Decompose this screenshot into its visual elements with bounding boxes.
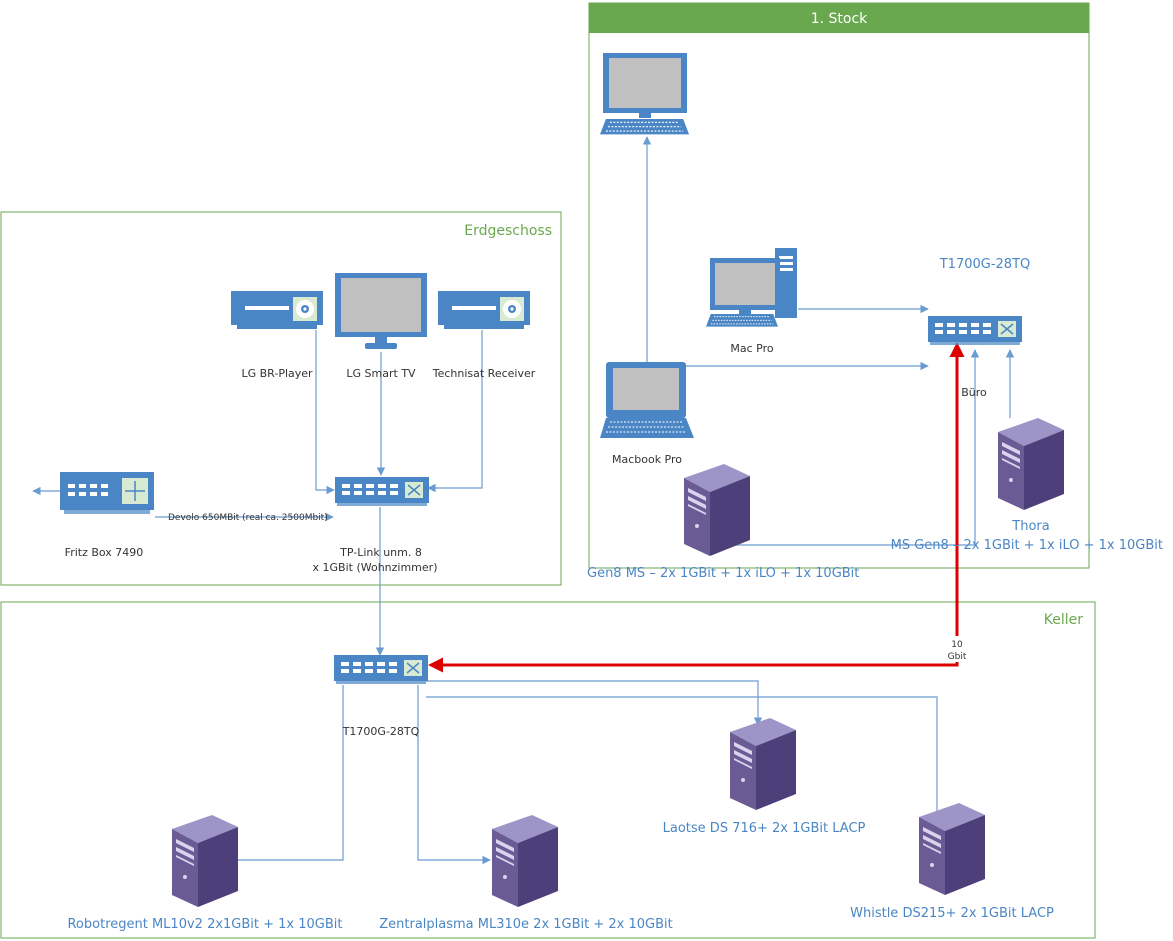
office-switch-icon[interactable] (927, 315, 1023, 346)
lg-smart-tv-label: LG Smart TV (346, 367, 416, 380)
first-floor-header (589, 3, 1089, 33)
ten-gbit-label-bg (944, 636, 970, 662)
link-gen8-to-switch (733, 349, 980, 546)
gen8-server-icon[interactable] (684, 464, 750, 556)
link-10gbit (428, 640, 959, 673)
zone-ground-floor: Erdgeschoss (0, 211, 562, 586)
connections (32, 136, 1015, 865)
office-monitor-icon[interactable] (599, 53, 690, 135)
robotregent-label: Robotregent ML10v2 2x1GBit + 1x 10GBit (67, 917, 342, 932)
tp-link-label-line2: x 1GBit (Wohnzimmer) (313, 561, 438, 574)
laotse-label: Laotse DS 716+ 2x 1GBit LACP (663, 821, 866, 836)
link-br-player-to-tp-link (315, 330, 335, 495)
fritz-box-label: Fritz Box 7490 (65, 546, 144, 559)
link-switch-to-robotregent (204, 685, 344, 865)
zone-basement: Keller (0, 601, 1096, 939)
macbook-pro-label: Macbook Pro (612, 453, 682, 466)
link-switch-to-laotse (426, 680, 763, 726)
ten-gbit-label-line2: Gbit (948, 652, 967, 662)
basement-switch-label: T1700G-28TQ (342, 725, 420, 738)
ten-gbit-label-line1: 10 (951, 640, 963, 650)
thora-spec-label: MS Gen8 – 2x 1GBit + 1x iLO + 1x 10GBit (891, 538, 1163, 553)
tp-link-switch-icon[interactable] (334, 476, 430, 507)
office-switch-title: T1700G-28TQ (939, 257, 1031, 272)
zentralplasma-server-icon[interactable] (492, 815, 558, 907)
first-floor-title: 1. Stock (811, 11, 868, 27)
link-switch-to-zentralplasma (417, 685, 491, 865)
lg-smart-tv-icon[interactable] (335, 273, 427, 349)
technisat-receiver-label: Technisat Receiver (432, 367, 536, 380)
robotregent-server-icon[interactable] (172, 815, 238, 907)
link-switch-to-whistle (426, 696, 942, 821)
basement-title: Keller (1044, 612, 1083, 628)
whistle-label: Whistle DS215+ 2x 1GBit LACP (850, 906, 1054, 921)
fritz-box-icon[interactable] (59, 471, 155, 515)
thora-label: Thora (1011, 519, 1049, 534)
gen8-label: Gen8 MS – 2x 1GBit + 1x iLO + 1x 10GBit (587, 566, 859, 581)
zone-first-floor: 1. Stock (588, 2, 1090, 569)
lg-br-player-label: LG BR-Player (241, 367, 313, 380)
thora-server-icon[interactable] (998, 418, 1064, 510)
office-switch-room-label: Büro (961, 386, 987, 399)
mac-pro-label: Mac Pro (730, 342, 773, 355)
whistle-server-icon[interactable] (919, 803, 985, 895)
tp-link-label-line1: TP-Link unm. 8 (339, 546, 422, 559)
zentralplasma-label: Zentralplasma ML310e 2x 1GBit + 2x 10GBi… (379, 917, 673, 932)
basement-switch-icon[interactable] (333, 654, 429, 685)
technisat-receiver-icon[interactable] (438, 291, 530, 329)
lg-br-player-icon[interactable] (231, 291, 323, 329)
link-receiver-to-tp-link (427, 330, 483, 493)
macbook-pro-icon[interactable] (599, 361, 695, 439)
mac-pro-icon[interactable] (705, 248, 797, 328)
laotse-server-icon[interactable] (730, 718, 796, 810)
devolo-label: Devolo 650MBit (real ca. 2500Mbit) (168, 513, 328, 523)
ground-floor-title: Erdgeschoss (464, 223, 552, 239)
